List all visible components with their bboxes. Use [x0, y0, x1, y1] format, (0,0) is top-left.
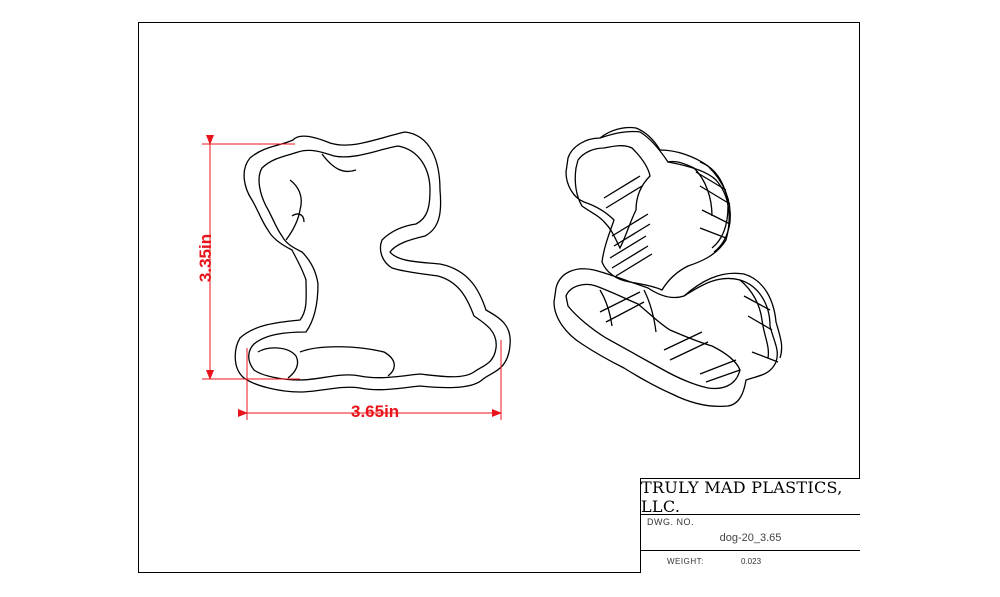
front-view-outline	[234, 131, 511, 393]
iso-body-rim	[599, 289, 657, 333]
paw-line-left	[257, 347, 299, 379]
iso-head-back-3	[667, 160, 713, 217]
cutter-inner-edge	[248, 145, 497, 381]
iso-body-rib-2	[605, 301, 645, 323]
iso-head-front-inner	[574, 145, 651, 250]
drawing-number-row: DWG. NO. dog-20_3.65	[641, 515, 860, 551]
iso-rib-10	[701, 209, 731, 225]
iso-rib-11	[699, 227, 727, 239]
iso-rib-8	[695, 171, 727, 191]
iso-body-front-outer	[553, 268, 778, 408]
height-dimension-label: 3.35in	[196, 233, 215, 283]
ear-fold	[285, 179, 302, 241]
iso-rib-6	[611, 245, 649, 269]
iso-body-rib-1	[599, 291, 641, 313]
dimension-lines	[202, 135, 502, 420]
eye-notch	[291, 213, 305, 223]
iso-head-front-outer	[565, 130, 730, 291]
iso-head-back-4	[699, 161, 729, 249]
iso-body-front-inner	[565, 283, 741, 390]
iso-body-rib-4	[669, 341, 709, 361]
width-dimension-label: 3.65in	[351, 402, 400, 421]
iso-body-rib-7	[743, 295, 771, 311]
iso-body-back-1	[683, 272, 783, 359]
iso-body-rib-3	[663, 331, 703, 351]
iso-body-rib-6	[705, 369, 741, 383]
cutter-outer-edge	[234, 131, 511, 393]
iso-rib-7	[615, 253, 653, 277]
weight-value: 0.023	[741, 557, 762, 566]
drawing-sheet-border	[138, 22, 860, 573]
iso-rib-9	[699, 185, 731, 205]
iso-body-rib-9	[751, 351, 779, 363]
iso-head-back-2	[659, 149, 731, 253]
iso-rib-4	[613, 223, 651, 247]
iso-body-rib-8	[747, 315, 773, 331]
head-contour	[321, 153, 357, 173]
iso-rib-3	[611, 213, 649, 237]
iso-rib-5	[609, 235, 647, 259]
iso-body-back-2	[739, 279, 770, 359]
drawing-number-label: DWG. NO.	[647, 517, 694, 527]
company-name: TRULY MAD PLASTICS, LLC.	[641, 478, 860, 516]
title-block: TRULY MAD PLASTICS, LLC. DWG. NO. dog-20…	[640, 478, 860, 573]
iso-rib-2	[605, 185, 643, 209]
iso-body-rib-5	[699, 359, 737, 375]
weight-row: WEIGHT: 0.023	[641, 551, 860, 574]
iso-head-back-1	[599, 126, 661, 151]
weight-label: WEIGHT:	[667, 557, 704, 566]
drawing-number-value: dog-20_3.65	[719, 532, 782, 544]
isometric-view	[553, 126, 783, 408]
iso-rib-1	[603, 175, 641, 199]
paw-line-right	[299, 346, 395, 377]
